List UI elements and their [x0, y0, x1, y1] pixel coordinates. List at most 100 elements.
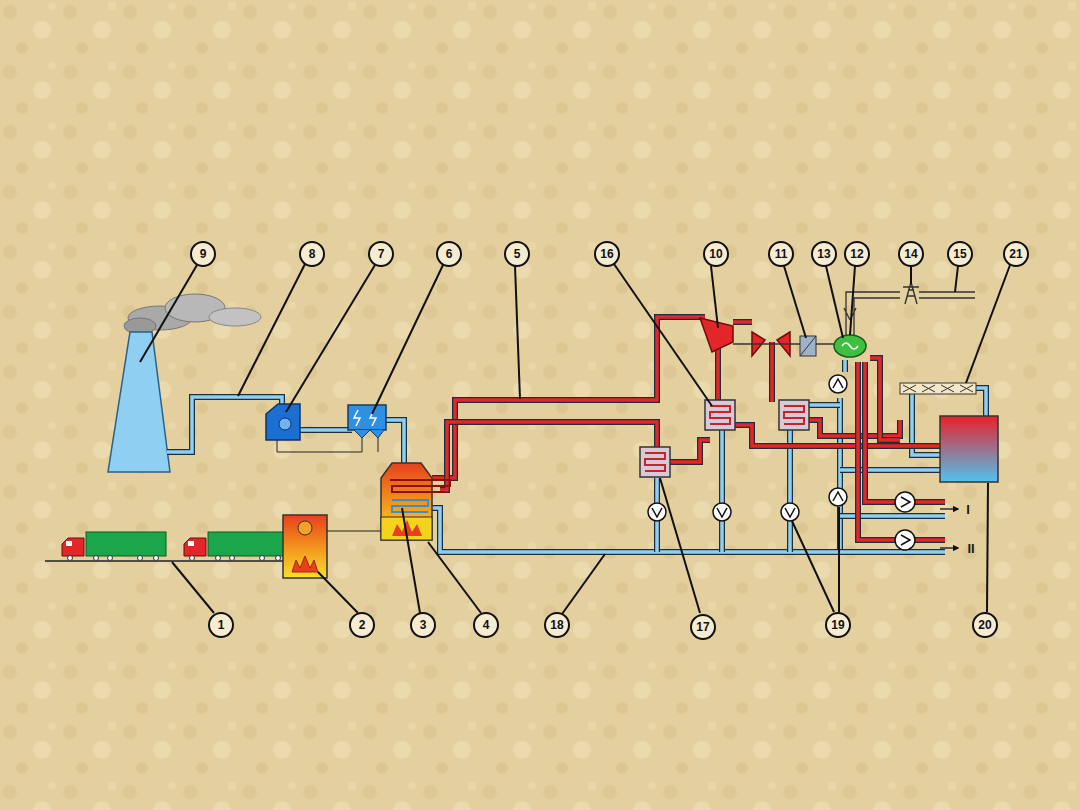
truck-wheel [154, 556, 159, 561]
water-pipe [843, 360, 847, 372]
callout-number: 13 [817, 248, 830, 260]
callout-circle [691, 615, 715, 639]
leader-line [238, 264, 305, 396]
steam-pipe [770, 342, 774, 402]
cooling-unit [900, 383, 976, 394]
pump [895, 492, 915, 512]
exciter [800, 336, 816, 356]
leader-line [838, 507, 840, 612]
leader-line [711, 266, 718, 328]
steam-turbine [700, 318, 850, 356]
coal-truck [184, 538, 206, 556]
steam-pipe [808, 420, 900, 436]
leader-line [784, 266, 806, 338]
fuel-mill [327, 530, 381, 531]
truck-wheel [94, 556, 99, 561]
pump [829, 375, 847, 393]
pump [713, 503, 731, 521]
callout-circle [973, 613, 997, 637]
callout-circle [1004, 242, 1028, 266]
outlet-label: II [967, 542, 974, 555]
leader-line [428, 542, 481, 613]
ground-line [45, 561, 292, 562]
steam-pipe [733, 320, 752, 324]
draft-fan [279, 418, 291, 430]
callout-number: 18 [550, 619, 563, 631]
truck-wheel [68, 556, 73, 561]
water-pipe [720, 428, 724, 552]
leader-line [140, 264, 1010, 614]
callout-number: 1 [218, 619, 225, 631]
truck-wheel [68, 556, 281, 561]
water-pipe [840, 550, 945, 554]
fuel-mill [292, 556, 318, 572]
leader-line [987, 483, 988, 612]
outlet-arrow [940, 509, 958, 548]
outlet-arrow [940, 547, 958, 548]
callout-number: 11 [775, 248, 788, 260]
water-pipe [300, 427, 352, 433]
truck-wheel [108, 556, 113, 561]
callout-number: 2 [359, 619, 366, 631]
water-pipe [385, 420, 404, 463]
storage-tank [940, 416, 998, 482]
callout-circle [595, 242, 619, 266]
truck-wheel [260, 556, 265, 561]
pump [895, 530, 915, 550]
chimney [108, 332, 170, 472]
steam-turbine [733, 343, 850, 345]
outlet-arrow [940, 508, 958, 509]
callout-number: 12 [850, 248, 863, 260]
pump [652, 508, 662, 517]
steam-pipe [808, 420, 900, 436]
leader-line [318, 572, 358, 613]
callout-circle [545, 613, 569, 637]
heat-exchanger [640, 447, 670, 477]
steam-pipe [733, 319, 752, 325]
steam-pipe [440, 422, 657, 490]
heat-exchanger [779, 400, 809, 430]
callout-circle [505, 242, 529, 266]
steam-pipe [915, 500, 945, 504]
generator [834, 335, 866, 357]
truck-wheel [216, 556, 221, 561]
callout-number: 9 [200, 248, 207, 260]
pump [717, 508, 727, 517]
smoke-cloud [209, 308, 261, 326]
callout-circle [474, 613, 498, 637]
callout-circle [826, 613, 850, 637]
exciter [800, 336, 816, 356]
generator [842, 343, 858, 349]
steam-pipe [858, 362, 895, 540]
callout-number: 17 [696, 621, 709, 633]
water-pipe [432, 398, 840, 552]
cooling-unit [903, 385, 973, 392]
fuel-mill [283, 515, 381, 578]
callout-circle [369, 242, 393, 266]
steam-pipe [432, 317, 705, 478]
leader-line [966, 265, 1010, 383]
pump [648, 375, 915, 550]
fuel-mill [283, 515, 327, 578]
callout-number: 16 [600, 248, 613, 260]
water-pipe [808, 402, 840, 408]
callout-circle [437, 242, 461, 266]
truck-wheel [190, 556, 195, 561]
water-pipe [300, 428, 352, 432]
outlet-label: I [966, 503, 970, 516]
callout-circle [812, 242, 836, 266]
water-pipe [975, 388, 986, 416]
water-pipe [840, 549, 945, 555]
callout-number: 10 [709, 248, 722, 260]
heat-exchanger [705, 400, 735, 430]
fuel-mill [298, 521, 312, 535]
truck-wheel [276, 556, 281, 561]
leader-line [172, 562, 214, 613]
callout-number: 15 [953, 248, 966, 260]
steam-pipe [715, 345, 721, 402]
pump [901, 535, 910, 545]
callout-circle [704, 242, 728, 266]
pump [901, 497, 910, 507]
